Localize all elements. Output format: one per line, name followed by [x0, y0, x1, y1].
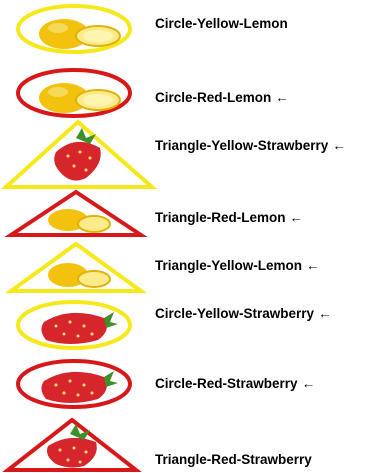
yellow-triangle-strawberry-icon	[0, 118, 160, 192]
red-triangle-lemon-icon	[0, 188, 150, 240]
left-arrow-icon: ←	[290, 210, 304, 225]
list-item: Triangle-Red-Lemon ←	[0, 188, 374, 240]
yellow-circle-strawberry-icon	[0, 296, 140, 352]
list-item: Triangle-Red-Strawberry	[0, 416, 374, 473]
item-label: Triangle-Yellow-Lemon ←	[155, 258, 320, 273]
list-item: Circle-Red-Lemon ←	[0, 64, 374, 120]
item-label-text: Circle-Red-Lemon	[155, 90, 271, 105]
item-label: Triangle-Red-Strawberry	[155, 452, 316, 467]
red-circle-strawberry-icon	[0, 356, 140, 412]
list-item: Circle-Yellow-Strawberry ←	[0, 296, 374, 352]
yellow-triangle-lemon-icon	[0, 240, 150, 296]
item-label: Circle-Red-Strawberry ←	[155, 376, 315, 391]
item-label-text: Triangle-Red-Strawberry	[155, 452, 312, 467]
item-label: Circle-Red-Lemon ←	[155, 90, 289, 105]
item-label-text: Triangle-Red-Lemon	[155, 210, 286, 225]
list-item: Circle-Red-Strawberry ←	[0, 356, 374, 412]
item-label: Triangle-Red-Lemon ←	[155, 210, 303, 225]
item-label-text: Circle-Red-Strawberry	[155, 376, 298, 391]
item-label: Circle-Yellow-Strawberry ←	[155, 306, 332, 321]
list-item: Triangle-Yellow-Lemon ←	[0, 240, 374, 296]
list-item: Triangle-Yellow-Strawberry ←	[0, 118, 374, 192]
left-arrow-icon: ←	[318, 306, 332, 321]
list-item: Circle-Yellow-Lemon	[0, 0, 374, 54]
item-label: Circle-Yellow-Lemon	[155, 16, 292, 31]
item-label-text: Circle-Yellow-Strawberry	[155, 306, 314, 321]
item-label-text: Triangle-Yellow-Strawberry	[155, 138, 328, 153]
left-arrow-icon: ←	[332, 138, 346, 153]
left-arrow-icon: ←	[302, 376, 316, 391]
left-arrow-icon: ←	[306, 258, 320, 273]
item-label-text: Triangle-Yellow-Lemon	[155, 258, 302, 273]
item-label-text: Circle-Yellow-Lemon	[155, 16, 288, 31]
red-circle-lemon-icon	[0, 64, 140, 120]
left-arrow-icon: ←	[275, 90, 289, 105]
item-label: Triangle-Yellow-Strawberry ←	[155, 138, 346, 153]
red-triangle-strawberry-icon	[0, 416, 150, 473]
yellow-circle-lemon-icon	[0, 0, 140, 54]
